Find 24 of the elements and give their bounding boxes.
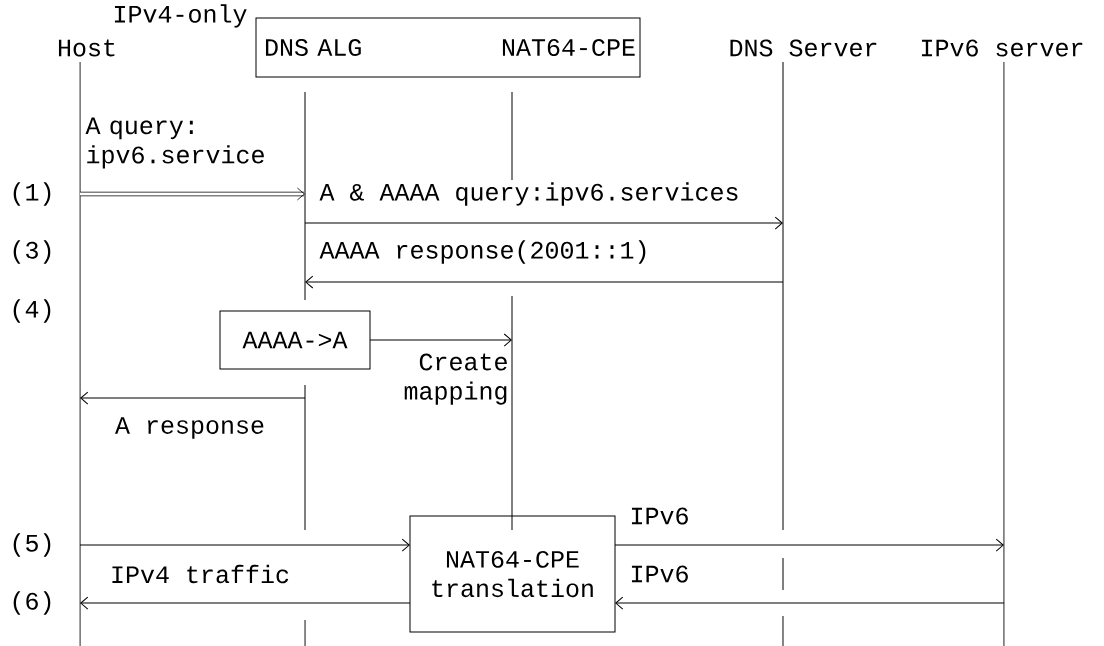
arrow	[304, 216, 783, 230]
arrow	[79, 538, 410, 552]
edge-label: IPv6	[631, 565, 688, 583]
process-box: DNS ALG NAT64-CPE	[255, 17, 641, 78]
edge-label: IPv4 traffic	[112, 564, 289, 584]
edge-label: A query: ipv6.service	[85, 117, 264, 169]
edge-label: AAAA response(2001::1)	[319, 240, 646, 264]
participant-label: IPv6 server	[921, 39, 1083, 57]
process-box: AAAA->A	[219, 310, 371, 370]
edge-label: IPv6	[631, 507, 688, 525]
edge-label: A response	[115, 417, 264, 439]
participant-label: DNS Server	[730, 39, 877, 57]
arrow	[80, 596, 411, 610]
participant-label: Host	[58, 39, 115, 57]
arrow	[305, 275, 784, 289]
arrow	[369, 333, 512, 347]
arrow	[80, 391, 306, 405]
edge-label: A & AAAA query:ipv6.services	[319, 182, 738, 206]
process-box: NAT64-CPE translation	[409, 515, 616, 633]
edge-label: Create mapping	[404, 353, 507, 405]
arrow	[615, 596, 1005, 610]
arrow	[80, 187, 305, 201]
participant-label: IPv4-only	[114, 4, 247, 28]
arrow	[614, 538, 1004, 552]
